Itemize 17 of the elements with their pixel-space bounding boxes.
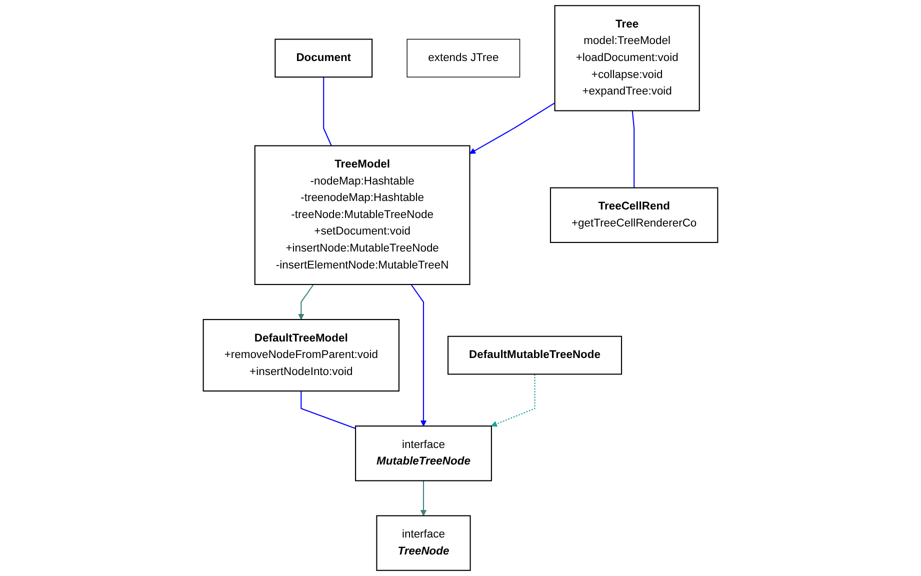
node-box: TreeCellRend +getTreeCellRendererCo — [550, 187, 718, 243]
node-box: interface MutableTreeNode — [355, 426, 492, 482]
arrow — [491, 374, 536, 427]
node-box: Document — [274, 38, 373, 78]
node-box: TreeModel -nodeMap:Hashtable -treenodeMap:Hashtable -treeNode:MutableTreeNode +setDocument:void +insertNode:MutableTreeNode -insertElementNode:MutableTreeN — [254, 145, 470, 286]
node-box: DefaultMutableTreeNode — [448, 336, 622, 375]
node-box: extends JTree — [406, 38, 520, 78]
arrow — [469, 102, 556, 154]
arrow — [298, 284, 314, 320]
arrow — [410, 284, 427, 426]
arrow — [420, 480, 427, 516]
connector — [300, 391, 356, 429]
node-box: DefaultTreeModel +removeNodeFromParent:void +insertNodeInto:void — [202, 319, 400, 392]
connector — [632, 110, 635, 188]
node-box: Tree model:TreeModel +loadDocument:void +collapse:void +expandTree:void — [554, 5, 700, 112]
connector — [323, 77, 332, 146]
node-box: interface TreeNode — [376, 515, 471, 571]
